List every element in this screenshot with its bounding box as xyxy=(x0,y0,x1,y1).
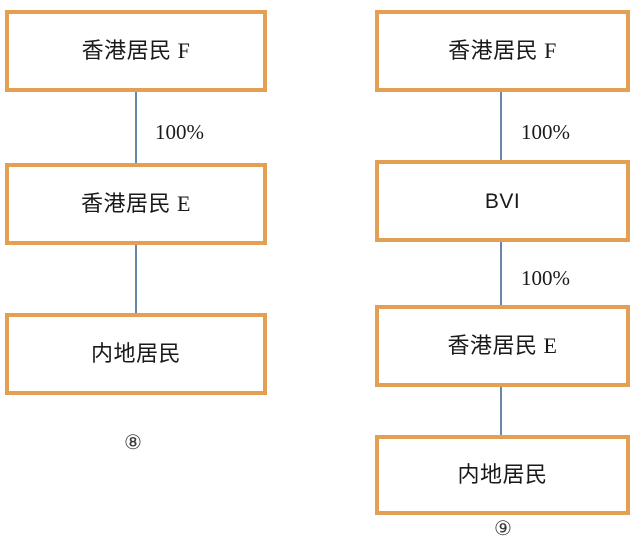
entity-label: 香港居民 E xyxy=(81,191,191,216)
connector-line xyxy=(135,245,137,313)
figure-caption-8: ⑨ xyxy=(494,516,512,540)
entity-label: BVI xyxy=(484,189,521,213)
connector-line xyxy=(500,92,502,160)
entity-label: 香港居民 F xyxy=(448,38,557,63)
entity-box-hk-resident-f-right: 香港居民 F xyxy=(375,10,630,92)
entity-label: 内地居民 xyxy=(90,341,181,366)
entity-label: 香港居民 E xyxy=(447,333,558,358)
entity-box-bvi: BVI xyxy=(375,160,630,242)
connector-line xyxy=(135,92,137,163)
ownership-percentage-label: 100% xyxy=(155,120,204,144)
ownership-percentage-label: 100% xyxy=(521,266,570,290)
connector-line xyxy=(500,242,502,305)
entity-label: 香港居民 F xyxy=(81,38,191,63)
entity-box-mainland-resident-left: 内地居民 xyxy=(5,313,267,395)
entity-box-hk-resident-e-right: 香港居民 E xyxy=(375,305,630,387)
connector-line xyxy=(500,387,502,435)
entity-box-mainland-resident-right: 内地居民 xyxy=(375,435,630,515)
figure-caption-7: ⑧ xyxy=(124,430,142,454)
ownership-percentage-label: 100% xyxy=(521,120,570,144)
entity-box-hk-resident-e-left: 香港居民 E xyxy=(5,163,267,245)
entity-box-hk-resident-f-left: 香港居民 F xyxy=(5,10,267,92)
entity-label: 内地居民 xyxy=(457,462,548,487)
